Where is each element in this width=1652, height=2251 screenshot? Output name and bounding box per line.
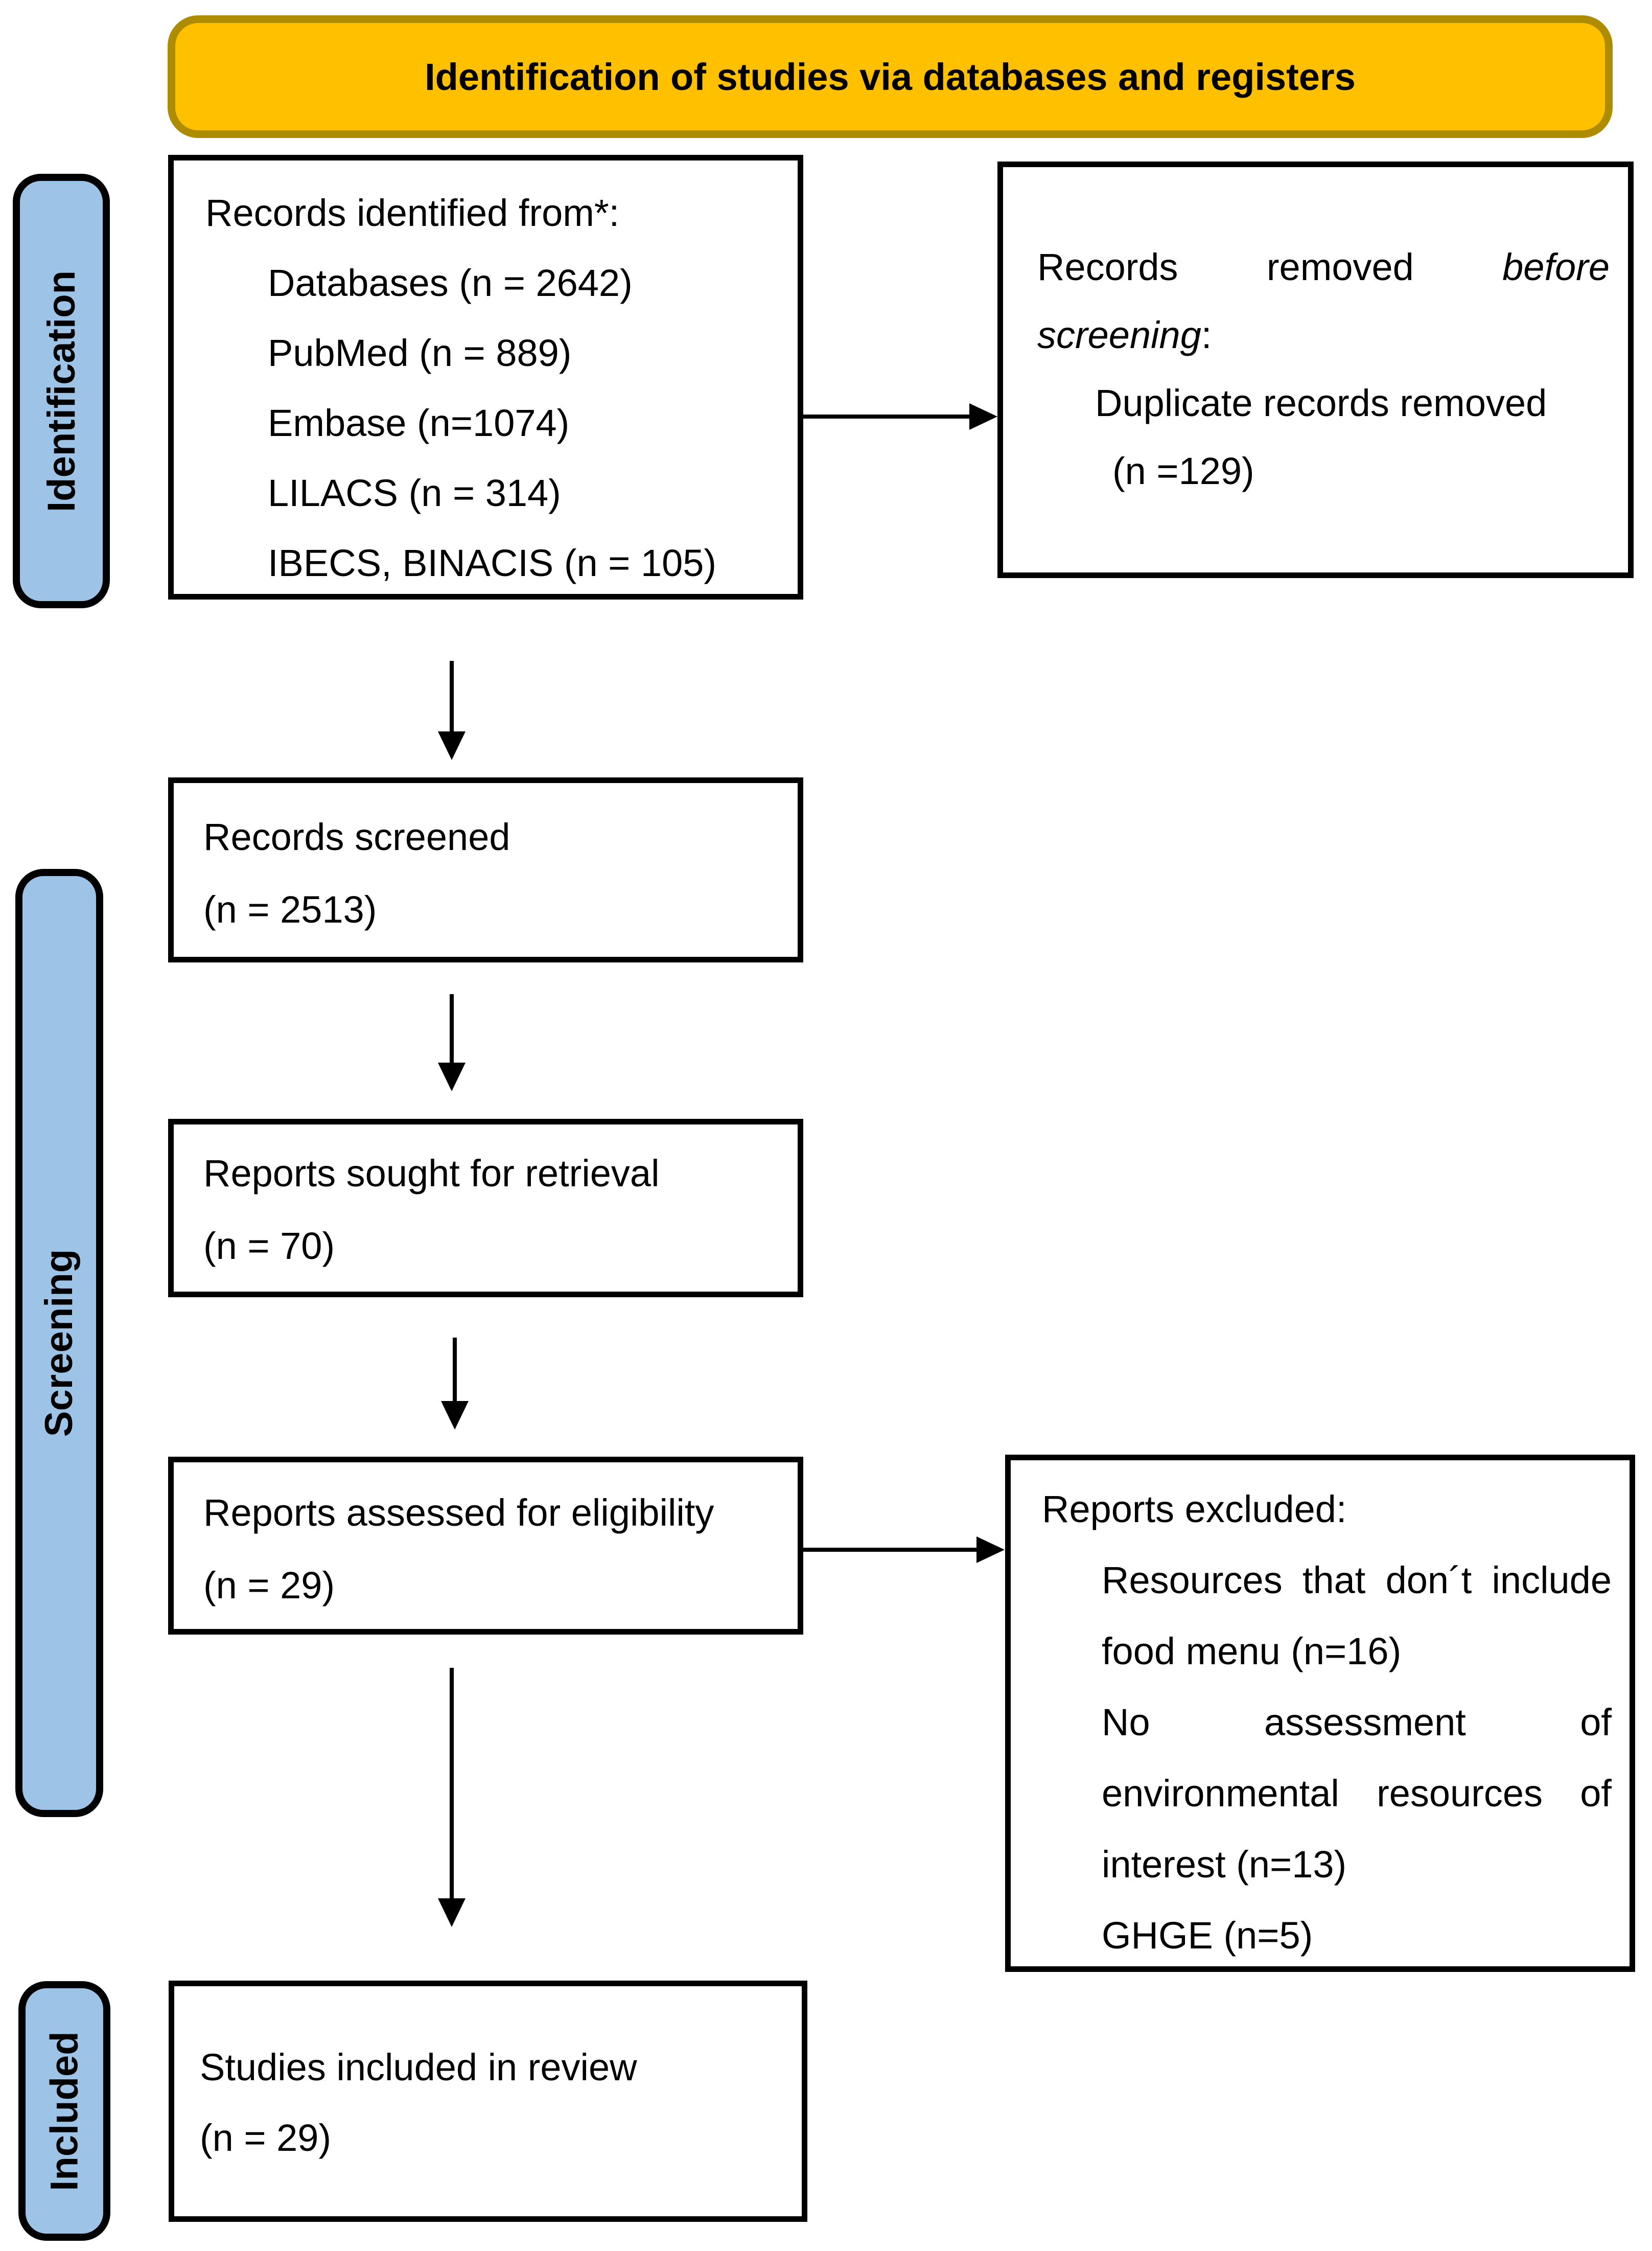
stage-label-screening-text: Screening xyxy=(37,1249,81,1437)
records-removed-word-3-italic: before xyxy=(1502,246,1610,288)
reports-excluded-item2-line2: environmental resources of xyxy=(1042,1758,1612,1829)
records-removed-word-2: removed xyxy=(1266,246,1414,288)
arrow-identified-to-screened-head-icon xyxy=(438,731,466,760)
reports-excluded-item3: GHGE (n=5) xyxy=(1102,1914,1313,1957)
stage-label-screening: Screening xyxy=(15,869,103,1817)
arrow-assessed-to-excluded-line xyxy=(803,1548,977,1552)
stage-label-identification: Identification xyxy=(13,174,110,608)
stage-label-identification-text: Identification xyxy=(39,270,83,512)
reports-assessed-title: Reports assessed for eligibility xyxy=(203,1491,714,1534)
stage-label-included: Included xyxy=(18,1981,110,2241)
arrow-screened-to-sought-head-icon xyxy=(438,1063,466,1091)
arrow-assessed-to-excluded-head-icon xyxy=(976,1536,1005,1563)
reports-excluded-item1-line1: Resources that don´t include xyxy=(1042,1545,1612,1616)
excluded-item2-word-2: assessment xyxy=(1264,1701,1466,1743)
reports-excluded-item1-line2: food menu (n=16) xyxy=(1102,1630,1402,1672)
box-reports-assessed: Reports assessed for eligibility (n = 29… xyxy=(168,1457,803,1635)
records-screened-title: Records screened xyxy=(203,816,510,858)
arrow-assessed-to-included-line xyxy=(450,1668,454,1899)
excluded-item2-word-3: of xyxy=(1580,1701,1612,1743)
excluded-item1-word-3: don´t xyxy=(1385,1559,1472,1601)
records-identified-title: Records identified from*: xyxy=(205,192,620,234)
records-identified-item-embase: Embase (n=1074) xyxy=(268,402,570,444)
reports-sought-count: (n = 70) xyxy=(203,1225,335,1267)
excluded-item2-word-4: environmental xyxy=(1102,1772,1339,1814)
box-reports-sought: Reports sought for retrieval (n = 70) xyxy=(168,1119,803,1297)
arrow-identified-to-removed-head-icon xyxy=(969,403,997,430)
reports-excluded-title: Reports excluded: xyxy=(1042,1488,1347,1530)
studies-included-count: (n = 29) xyxy=(200,2117,332,2159)
excluded-item1-word-4: include xyxy=(1492,1559,1612,1601)
box-records-screened: Records screened (n = 2513) xyxy=(168,777,803,962)
records-removed-item: Duplicate records removed xyxy=(1095,382,1547,424)
arrow-sought-to-assessed-line xyxy=(453,1338,457,1402)
reports-excluded-item2-line3: interest (n=13) xyxy=(1102,1843,1347,1886)
records-identified-item-ibecs-binacis: IBECS, BINACIS (n = 105) xyxy=(268,542,717,584)
arrow-assessed-to-included-head-icon xyxy=(438,1898,466,1927)
box-reports-excluded: Reports excluded: Resources that don´t i… xyxy=(1005,1455,1635,1972)
records-identified-item-databases: Databases (n = 2642) xyxy=(268,262,633,304)
reports-excluded-item2-line1: No assessment of xyxy=(1042,1687,1612,1758)
arrow-screened-to-sought-line xyxy=(450,994,454,1063)
reports-sought-title: Reports sought for retrieval xyxy=(203,1152,660,1195)
box-studies-included: Studies included in review (n = 29) xyxy=(169,1981,807,2222)
stage-label-included-text: Included xyxy=(42,2031,86,2191)
arrow-sought-to-assessed-head-icon xyxy=(441,1401,469,1430)
header-banner: Identification of studies via databases … xyxy=(168,15,1613,138)
records-removed-line2: screening: xyxy=(1037,301,1610,369)
records-removed-line1: Records removed before xyxy=(1037,233,1610,301)
page-title: Identification of studies via databases … xyxy=(425,55,1356,98)
records-removed-count: (n =129) xyxy=(1112,450,1254,492)
reports-assessed-count: (n = 29) xyxy=(203,1564,335,1606)
records-removed-word-1: Records xyxy=(1037,246,1178,288)
box-records-removed: Records removed before screening: Duplic… xyxy=(997,162,1634,578)
box-records-identified: Records identified from*: Databases (n =… xyxy=(168,155,803,600)
excluded-item2-word-6: of xyxy=(1580,1772,1612,1814)
records-identified-item-lilacs: LILACS (n = 314) xyxy=(268,472,561,514)
records-removed-colon: : xyxy=(1201,314,1212,356)
records-identified-item-pubmed: PubMed (n = 889) xyxy=(268,332,572,374)
studies-included-title: Studies included in review xyxy=(200,2046,637,2088)
excluded-item1-word-2: that xyxy=(1302,1559,1366,1601)
arrow-identified-to-screened-line xyxy=(450,661,454,732)
records-screened-count: (n = 2513) xyxy=(203,888,377,931)
excluded-item1-word-1: Resources xyxy=(1102,1559,1283,1601)
records-removed-screening-italic: screening xyxy=(1037,314,1201,356)
excluded-item2-word-1: No xyxy=(1102,1701,1150,1743)
excluded-item2-word-5: resources xyxy=(1377,1772,1543,1814)
arrow-identified-to-removed-line xyxy=(803,415,969,419)
